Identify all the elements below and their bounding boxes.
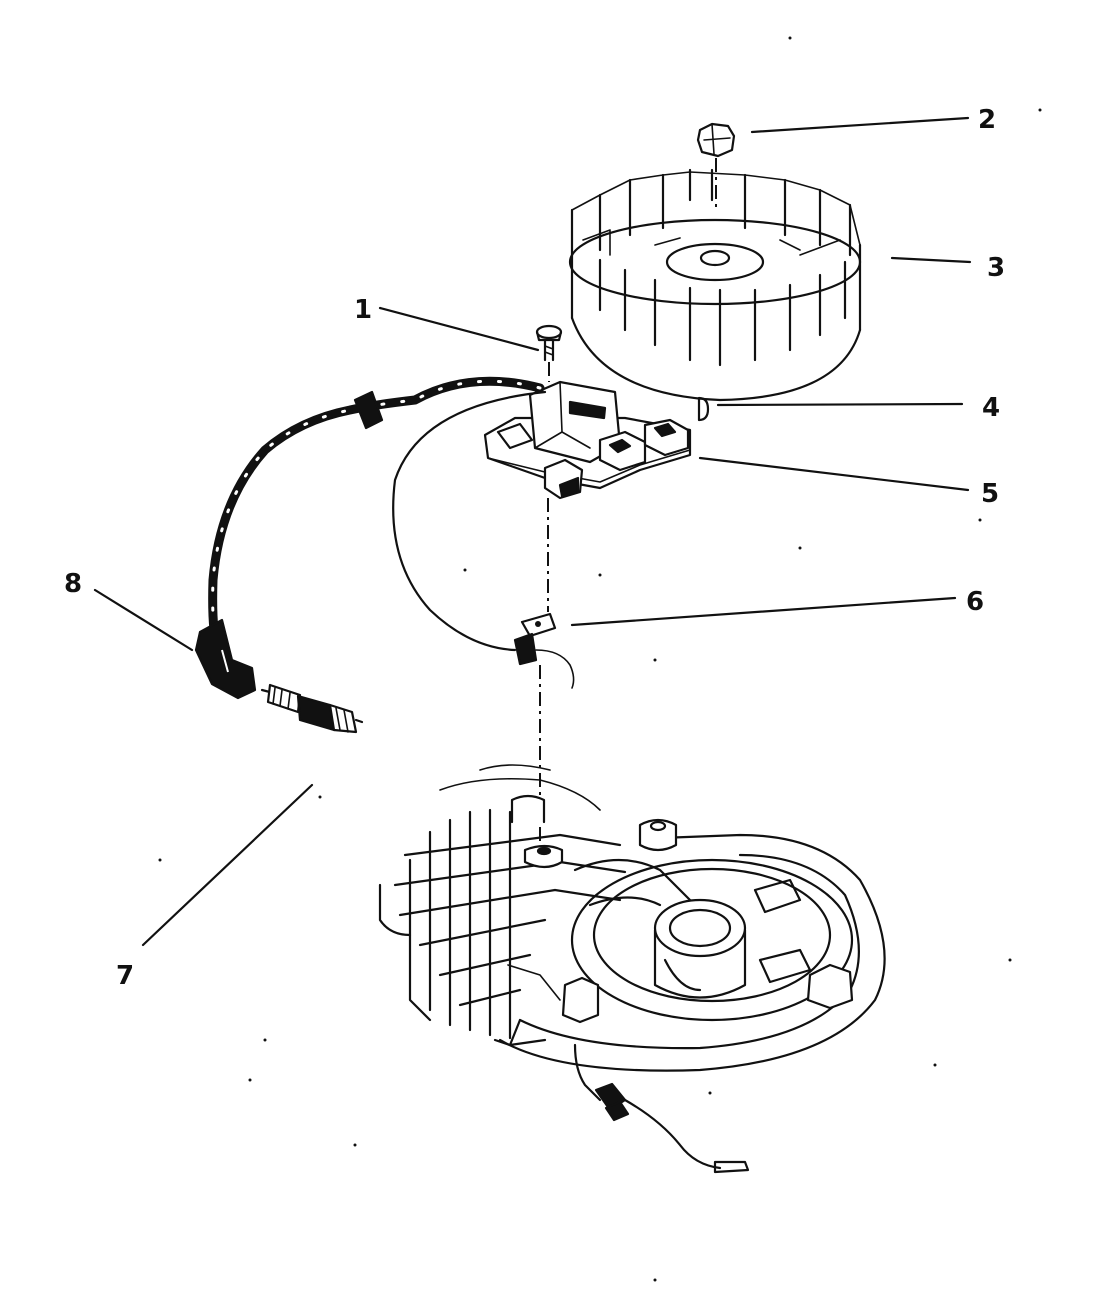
leader-line-4 [716, 402, 964, 407]
engine-block [378, 764, 886, 1174]
callout-8: 8 [64, 569, 82, 599]
flywheel-nut [696, 122, 736, 210]
flywheel [568, 168, 862, 402]
leader-line-6 [570, 596, 957, 627]
leader-lines [93, 116, 972, 947]
flywheel-key [697, 396, 710, 422]
leader-line-8 [93, 588, 194, 652]
scan-noise [158, 36, 1042, 1282]
spark-plug-lead [194, 376, 545, 700]
callout-5: 5 [981, 479, 999, 509]
callout-7: 7 [116, 961, 134, 991]
callout-6: 6 [966, 587, 984, 617]
callout-3: 3 [987, 253, 1005, 283]
ground-clip [392, 390, 575, 845]
leader-line-1 [378, 306, 540, 352]
screw [535, 324, 563, 382]
ignition-module [483, 380, 692, 612]
callout-2: 2 [978, 105, 996, 135]
callout-1: 1 [354, 295, 372, 325]
spark-plug [260, 683, 364, 734]
leader-line-5 [698, 456, 970, 492]
leader-line-7 [141, 783, 314, 947]
leader-line-3 [890, 256, 972, 264]
leader-line-2 [750, 116, 970, 134]
callout-4: 4 [982, 393, 1000, 423]
